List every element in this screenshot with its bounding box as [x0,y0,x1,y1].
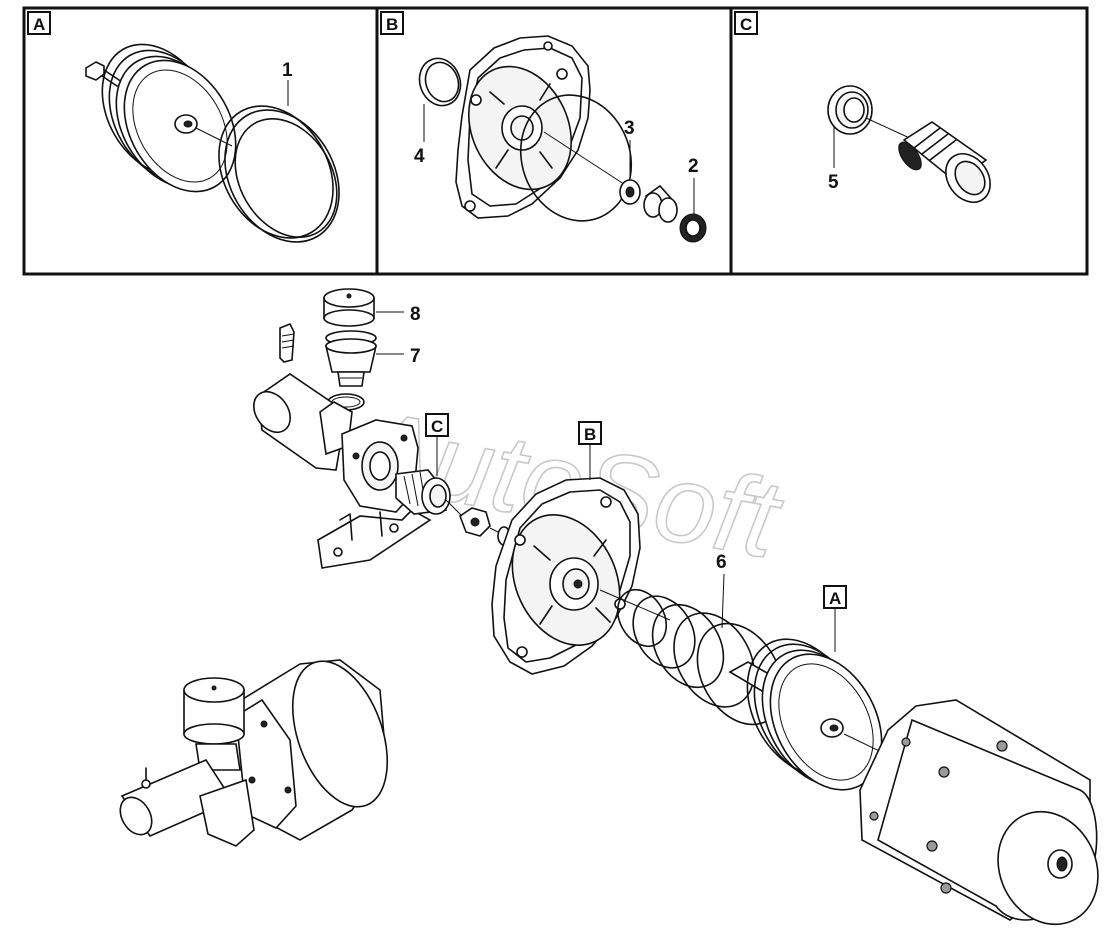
panel-a-tag: A [33,15,45,34]
panel-b-tag: B [386,15,398,34]
valve-sleeve-drawing [898,121,991,203]
seal-2-drawing [679,178,707,243]
callout-a: A [823,585,847,652]
part-number-1: 1 [282,60,293,81]
main-piston-drawing [728,638,891,791]
assembled-unit-drawing [119,659,389,847]
bushing-drawing [643,184,678,223]
piston-seal-ring-drawing [218,80,340,243]
part-number-5: 5 [828,172,839,193]
part-number-3: 3 [624,118,635,139]
housing-flange-drawing [455,35,591,219]
reservoir-cap-drawing [323,288,404,327]
large-o-ring-drawing [519,94,633,222]
callout-c-tag: C [431,417,443,436]
part-number-6: 6 [716,552,727,573]
part-number-8: 8 [410,304,421,325]
cylinder-housing-drawing [859,699,1099,926]
panel-a: A 1 [22,6,379,276]
callout-a-tag: A [829,589,841,608]
callout-b-tag: B [584,425,596,444]
reservoir-body-drawing [324,330,404,387]
main-flange-drawing [491,477,671,675]
master-cylinder-body-drawing [253,373,451,569]
panel-b: B [375,6,733,276]
seal-3-drawing [619,140,641,205]
part-number-7: 7 [410,346,421,367]
panel-c: C 5 [729,6,1089,276]
washer-5-drawing [827,85,873,168]
piston-rod-drawing [85,43,237,193]
part-number-2: 2 [688,156,699,177]
callout-b: B [578,421,602,480]
callout-c: C [425,413,449,476]
panel-c-tag: C [740,15,752,34]
part-number-4: 4 [414,146,425,167]
o-ring-small-drawing [418,57,462,142]
